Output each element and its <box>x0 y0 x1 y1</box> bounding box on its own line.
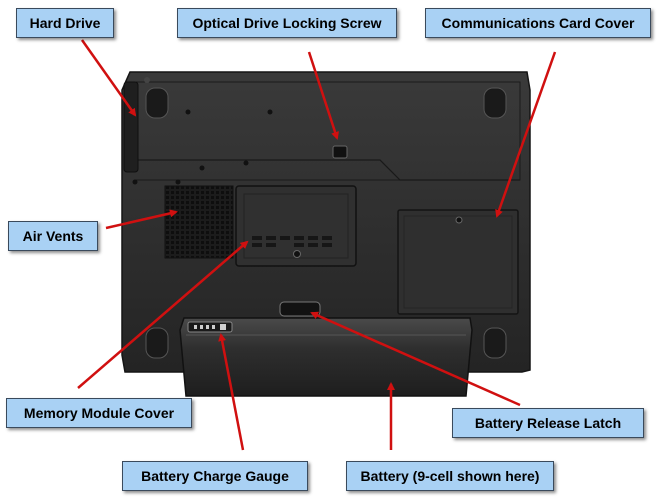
label-battery-release-latch: Battery Release Latch <box>452 408 644 438</box>
battery-gauge-leds <box>194 324 226 330</box>
screw <box>185 109 191 115</box>
communications-card-cover <box>397 209 519 315</box>
comm-cover-inset <box>403 215 513 309</box>
label-memory-module-cover: Memory Module Cover <box>6 398 192 428</box>
memory-cover-inset <box>243 193 349 259</box>
label-hard-drive: Hard Drive <box>16 8 114 38</box>
callout-arrows <box>77 39 557 451</box>
comm-cover-screw <box>455 216 463 224</box>
hard-drive-slot <box>123 81 139 173</box>
optical-drive-screw <box>332 145 348 159</box>
arrow-battery-gauge <box>218 333 245 451</box>
label-air-vents: Air Vents <box>8 221 98 251</box>
arrow-memory-cover <box>77 240 249 389</box>
screw <box>199 165 205 171</box>
memory-cover-screw <box>293 250 301 258</box>
air-vent-grille <box>164 185 234 259</box>
arrow-optical-screw <box>307 51 339 140</box>
rubber-foot-top-left <box>145 87 169 119</box>
rubber-foot-bottom-right <box>483 327 507 359</box>
upper-panel-edge <box>136 81 521 181</box>
screw <box>132 179 138 185</box>
rubber-foot-bottom-left <box>145 327 169 359</box>
label-optical-drive-locking-screw: Optical Drive Locking Screw <box>177 8 397 38</box>
screw <box>144 77 150 83</box>
arrow-air-vents <box>105 209 178 230</box>
label-communications-card-cover: Communications Card Cover <box>425 8 651 38</box>
label-battery-charge-gauge: Battery Charge Gauge <box>122 461 308 491</box>
label-battery: Battery (9-cell shown here) <box>346 461 554 491</box>
arrow-comm-card <box>495 51 557 218</box>
screw <box>267 109 273 115</box>
screw <box>175 179 181 185</box>
battery-pack <box>179 317 473 397</box>
arrow-hard-drive <box>80 39 137 117</box>
hinge-section <box>130 159 520 181</box>
memory-cover-slots <box>252 236 332 247</box>
rubber-foot-top-right <box>483 87 507 119</box>
screw <box>243 160 249 166</box>
battery-release-latch <box>279 301 321 317</box>
arrow-battery-latch <box>310 311 521 407</box>
